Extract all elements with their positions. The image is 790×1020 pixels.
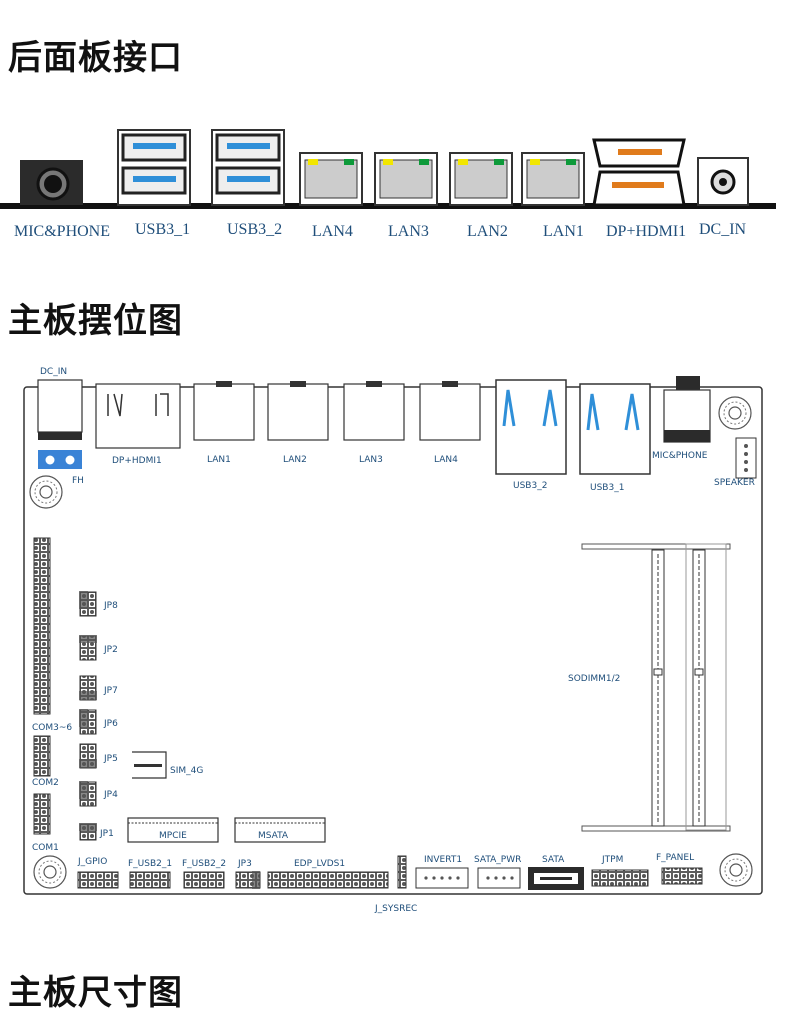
board-label-lan3: LAN3 <box>359 455 383 465</box>
mount-hole-bottom-left <box>33 855 67 889</box>
mic-phone-port <box>20 160 83 205</box>
section-title-rear-panel: 后面板接口 <box>8 38 183 78</box>
board-lan1 <box>193 381 255 441</box>
board-label-jp6: JP6 <box>103 719 118 729</box>
board-label-jtpm: JTPM <box>601 855 623 865</box>
board-label-f-usb2-2: F_USB2_2 <box>182 859 226 869</box>
board-usb3-1 <box>579 383 651 475</box>
board-label-msata: MSATA <box>258 831 289 841</box>
f-usb2-2-header <box>183 871 225 889</box>
lan2-port <box>449 152 513 206</box>
board-label-jp7: JP7 <box>103 686 118 696</box>
board-label-usb3-1: USB3_1 <box>590 483 624 493</box>
j-gpio-header <box>77 871 119 889</box>
board-label-dc-in: DC_IN <box>40 367 67 377</box>
sata-pwr-connector <box>477 867 521 889</box>
jp3-jumper <box>235 871 261 889</box>
board-label-com2: COM2 <box>32 778 59 788</box>
board-label-lan2: LAN2 <box>283 455 307 465</box>
board-label-jp8: JP8 <box>103 601 118 611</box>
board-label-jp2: JP2 <box>103 645 118 655</box>
jumper-jp4 <box>79 781 97 807</box>
label-lan2: LAN2 <box>467 223 508 240</box>
label-dp-hdmi: DP+HDMI1 <box>606 223 686 240</box>
board-label-sata: SATA <box>542 855 565 865</box>
mount-hole-top-left <box>29 475 63 509</box>
board-label-lan1: LAN1 <box>207 455 231 465</box>
sata-connector <box>528 867 584 890</box>
board-label-j-sysrec: J_SYSREC <box>374 904 417 914</box>
board-label-com1: COM1 <box>32 843 59 853</box>
section-title-board-dimensions: 主板尺寸图 <box>8 973 183 1013</box>
com2-header <box>33 735 51 777</box>
board-label-com3-6: COM3~6 <box>32 723 72 733</box>
com3-6-header <box>33 537 51 715</box>
board-label-usb3-2: USB3_2 <box>513 481 547 491</box>
invert1-connector <box>415 867 469 889</box>
jtpm-header <box>591 869 649 887</box>
board-label-f-panel: F_PANEL <box>656 853 694 863</box>
board-label-f-usb2-1: F_USB2_1 <box>128 859 172 869</box>
board-label-speaker: SPEAKER <box>714 478 755 488</box>
board-usb3-2 <box>495 379 567 475</box>
label-mic-phone: MIC&PHONE <box>14 223 110 240</box>
board-dp-hdmi <box>95 383 181 449</box>
mpcie-slot <box>127 817 219 843</box>
edp-lvds1-header <box>267 871 389 889</box>
usb3-2-port <box>211 129 285 206</box>
board-mic-phone <box>663 376 711 443</box>
board-label-jp5: JP5 <box>103 754 118 764</box>
board-label-j-gpio: J_GPIO <box>77 857 107 867</box>
board-label-invert1: INVERT1 <box>424 855 462 865</box>
board-lan2 <box>267 381 329 441</box>
label-lan4: LAN4 <box>312 223 353 240</box>
board-label-mic-phone: MIC&PHONE <box>652 451 708 461</box>
board-label-sata-pwr: SATA_PWR <box>474 855 521 865</box>
j-sysrec-header <box>397 855 407 889</box>
jumper-jp1 <box>79 823 97 841</box>
board-label-sodimm: SODIMM1/2 <box>568 674 620 684</box>
board-label-sim-4g: SIM_4G <box>170 766 203 776</box>
board-lan4 <box>419 381 481 441</box>
jumper-jp2 <box>79 635 97 661</box>
jumper-jp6 <box>79 709 97 735</box>
speaker-header <box>735 437 757 479</box>
msata-slot <box>234 817 326 843</box>
label-usb3-2: USB3_2 <box>227 221 282 238</box>
usb3-1-port <box>117 129 191 206</box>
board-label-jp4: JP4 <box>103 790 118 800</box>
board-label-mpcie: MPCIE <box>159 831 187 841</box>
jumper-jp7 <box>79 675 97 701</box>
fan-header <box>38 450 82 469</box>
jumper-jp8 <box>79 591 97 617</box>
lan4-port <box>299 152 363 206</box>
f-usb2-1-header <box>129 871 171 889</box>
label-dc-in: DC_IN <box>699 221 747 238</box>
dp-hdmi-port <box>592 138 686 207</box>
board-label-jp3: JP3 <box>237 859 252 869</box>
section-title-board-layout: 主板摆位图 <box>8 301 183 341</box>
rear-panel-diagram: MIC&PHONE USB3_1 USB3_2 LAN4 LAN3 LAN2 L… <box>0 129 776 240</box>
label-lan1: LAN1 <box>543 223 584 240</box>
board-label-fh: FH <box>72 476 84 486</box>
mount-hole-bottom-right <box>719 853 753 887</box>
board-label-dp-hdmi: DP+HDMI1 <box>112 456 162 466</box>
board-label-edp-lvds1: EDP_LVDS1 <box>294 859 345 869</box>
lan3-port <box>374 152 438 206</box>
board-dc-in <box>37 379 83 440</box>
label-usb3-1: USB3_1 <box>135 221 190 238</box>
dc-in-port <box>697 157 749 206</box>
board-layout-diagram: DC_IN FH DP+HDMI1 LAN1 LAN2 LAN3 LAN4 US <box>23 367 763 914</box>
mount-hole-top-right <box>718 396 752 430</box>
jumper-jp5 <box>79 743 97 769</box>
board-label-jp1: JP1 <box>99 829 114 839</box>
sodimm-slots <box>581 543 731 832</box>
label-lan3: LAN3 <box>388 223 429 240</box>
lan1-port <box>521 152 585 206</box>
f-panel-header <box>661 867 703 885</box>
board-lan3 <box>343 381 405 441</box>
com1-header <box>33 793 51 835</box>
sim-4g-slot <box>132 751 167 779</box>
board-label-lan4: LAN4 <box>434 455 458 465</box>
